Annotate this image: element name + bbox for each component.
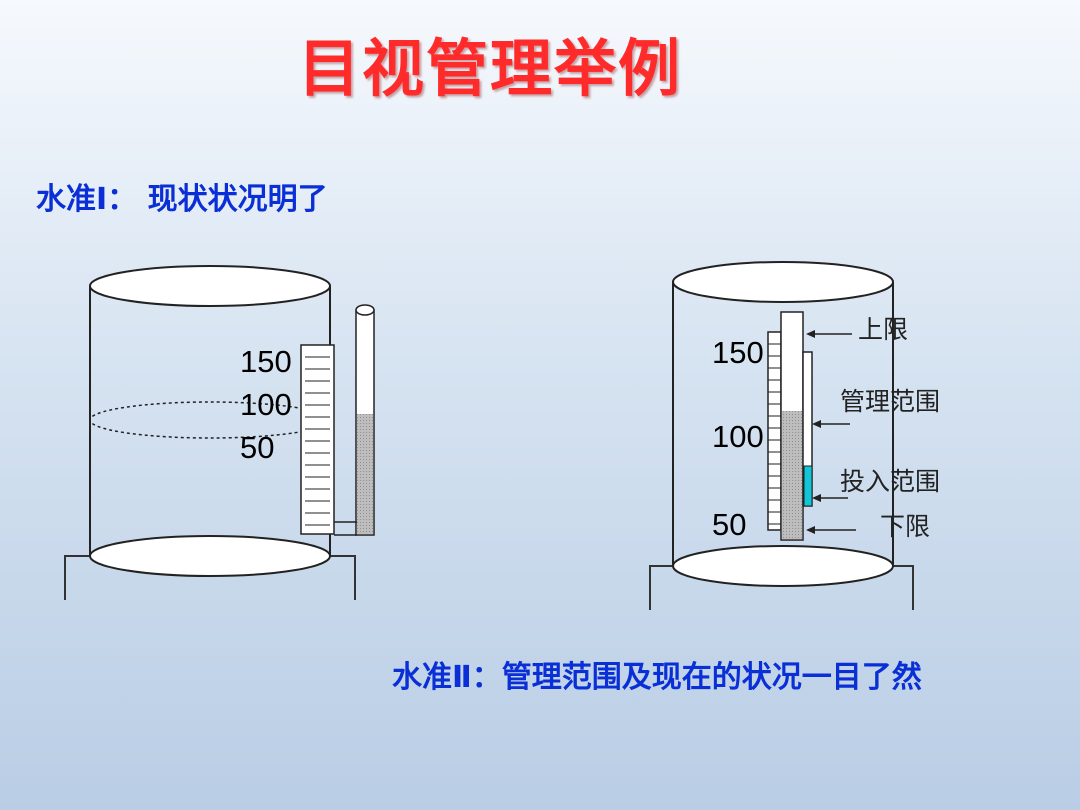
tank2-scale-150: 150 <box>712 335 764 370</box>
tank1-liquid-level <box>89 401 331 439</box>
input-arrow-head <box>812 494 821 502</box>
upper-arrow-head <box>806 330 815 338</box>
tank1-gauge-tube-cap <box>355 304 375 316</box>
tank2-bottom <box>672 545 894 587</box>
tank2-scale-50: 50 <box>712 507 746 542</box>
tank2: 150 100 50 上限 管理范围 投入范围 下限 <box>649 261 940 610</box>
label-manage-range: 管理范围 <box>840 387 940 416</box>
tank1-gauge-liquid <box>357 414 373 534</box>
tank2-gauge-liquid <box>782 411 802 539</box>
tank1-scale-ticks <box>305 356 330 526</box>
tank1-scale-50: 50 <box>240 430 274 465</box>
label-input-range: 投入范围 <box>840 467 940 496</box>
tank1: 150 100 50 <box>64 265 375 600</box>
label-lower-limit: 下限 <box>880 512 930 541</box>
tank2-scale-ticks <box>768 343 781 525</box>
tank1-scale <box>300 344 335 535</box>
tank2-input-range-bar <box>803 465 813 507</box>
label-upper-limit: 上限 <box>858 315 908 344</box>
tank2-top <box>672 261 894 303</box>
manage-arrow-head <box>812 420 821 428</box>
tank1-top <box>89 265 331 307</box>
tank1-scale-100: 100 <box>240 387 292 422</box>
level1-caption: 水准Ⅰ： 现状状况明了 <box>36 182 328 217</box>
tank1-scale-150: 150 <box>240 344 292 379</box>
lower-arrow-head <box>806 526 815 534</box>
page-title: 目视管理举例 <box>297 32 682 105</box>
tank2-scale-100: 100 <box>712 419 764 454</box>
level2-caption: 水准Ⅱ：管理范围及现在的状况一目了然 <box>392 660 922 695</box>
tank1-bottom <box>89 535 331 577</box>
